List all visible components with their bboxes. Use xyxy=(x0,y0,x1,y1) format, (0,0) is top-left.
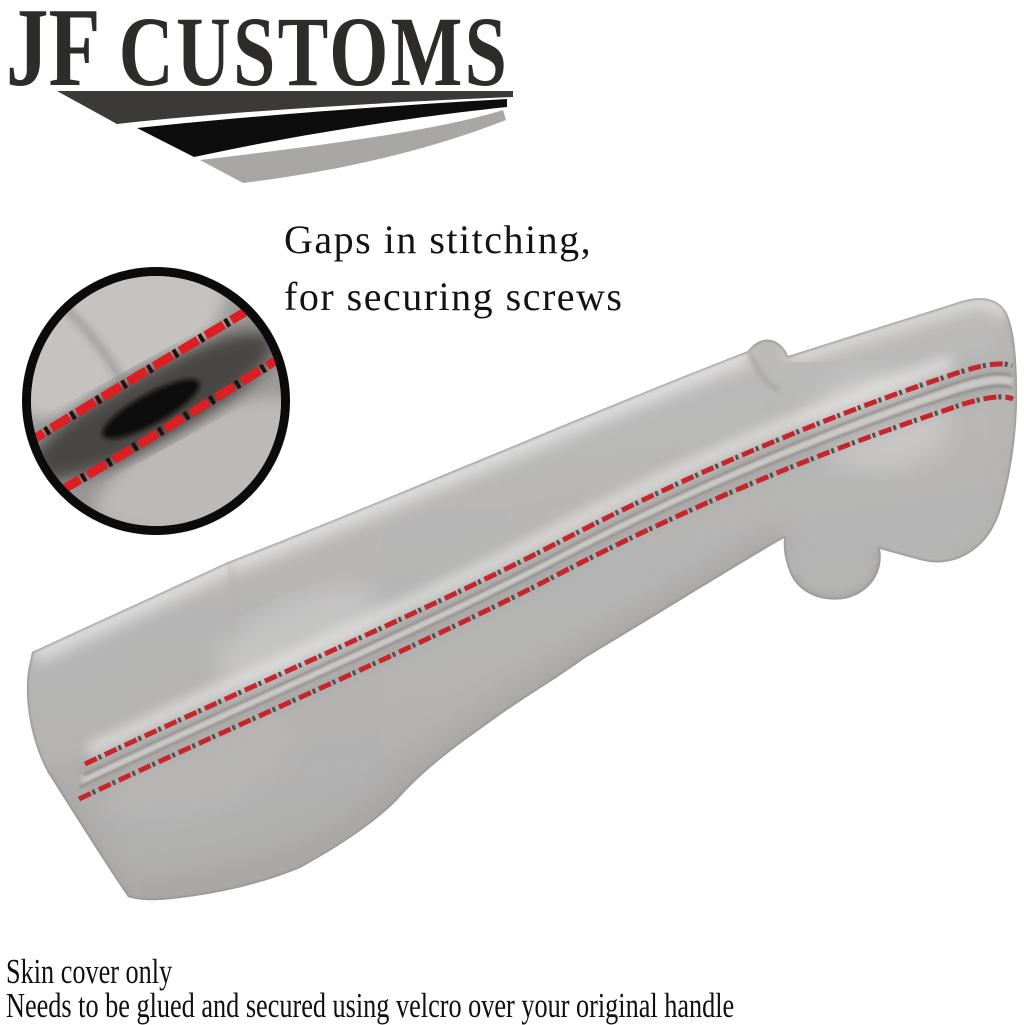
stitch-detail-inset xyxy=(22,267,290,535)
logo-swoosh-light xyxy=(200,110,506,183)
callout-text: Gaps in stitching, for securing screws xyxy=(284,211,624,325)
brand-logo-customs: CUSTOMS xyxy=(118,0,510,107)
brand-logo-jf: JF xyxy=(6,0,101,110)
red-stitch-line-upper xyxy=(83,361,1014,767)
inset-stitch-line-upper xyxy=(31,305,253,448)
inset-stitch-gap xyxy=(102,379,200,439)
footer-note: Skin cover only Needs to be glued and se… xyxy=(6,952,735,1025)
footer-line1: Skin cover only xyxy=(6,952,173,991)
logo-swoosh-dark xyxy=(57,91,513,124)
callout-line1: Gaps in stitching, xyxy=(284,217,593,262)
logo-swoosh xyxy=(57,91,513,183)
callout-line2: for securing screws xyxy=(284,274,624,319)
footer-line2: Needs to be glued and secured using velc… xyxy=(6,986,735,1025)
red-stitch-line-lower xyxy=(77,394,1015,802)
logo-swoosh-black xyxy=(137,99,507,157)
